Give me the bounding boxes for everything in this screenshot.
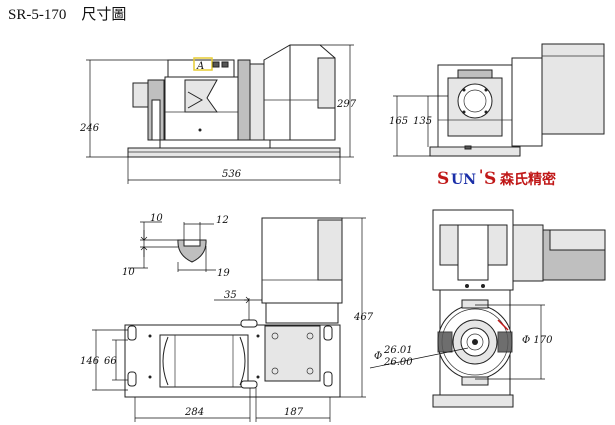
t-slot-detail: 10 10 12 19 [122, 213, 230, 279]
dim-19: 19 [217, 268, 230, 279]
drawing-title: SR-5-170 尺寸圖 [8, 7, 127, 23]
top-cylinder [159, 334, 249, 388]
highlight-mark [193, 57, 213, 71]
brand-logo: S UN ' S 森氏精密 [437, 168, 556, 189]
dim-187: 187 [284, 407, 304, 418]
tilt-motor-cap [317, 57, 336, 109]
brand-apos: ' [479, 168, 483, 184]
dim-135: 135 [413, 116, 432, 127]
dim-66: 66 [104, 356, 117, 367]
dim-246: 246 [79, 123, 100, 134]
brand-s2: S [484, 169, 496, 189]
base-plate [127, 147, 341, 158]
side-motor [541, 43, 605, 135]
side-motor-mount [511, 57, 543, 147]
top-motor-neck [265, 302, 339, 324]
dim-467: 467 [353, 312, 374, 323]
dim-12: 12 [216, 215, 229, 226]
side-base [429, 146, 521, 157]
dim-146: 146 [80, 356, 100, 367]
top-view: 35 467 146 66 284 187 [80, 217, 374, 422]
dim-297: 297 [336, 99, 357, 110]
dim-35: 35 [224, 290, 237, 301]
dim-dia-prefix: Φ [374, 351, 382, 362]
front-view: A 246 297 536 [79, 44, 357, 184]
dim-284: 284 [184, 407, 204, 418]
top-flange [264, 325, 321, 382]
dim-10-bottom: 10 [122, 267, 135, 278]
svg-text:A: A [196, 61, 204, 72]
dim-165: 165 [389, 116, 408, 127]
brand-un: UN [451, 172, 476, 188]
brand-chinese: 森氏精密 [500, 171, 556, 188]
dim-dia-lower: 26.00 [383, 357, 413, 368]
table-view: Φ 170 Φ 26.01 26.00 [369, 209, 606, 408]
coupling-flange [237, 59, 251, 141]
sub-base [159, 139, 271, 149]
side-view: 165 135 [389, 43, 605, 157]
side-table-disc [457, 83, 493, 119]
dim-dia-upper: 26.01 [383, 345, 413, 356]
brand-s1: S [437, 169, 449, 189]
dim-10-top: 10 [150, 213, 163, 224]
dim-dia-170: Φ 170 [522, 335, 553, 346]
dim-536: 536 [222, 169, 242, 180]
